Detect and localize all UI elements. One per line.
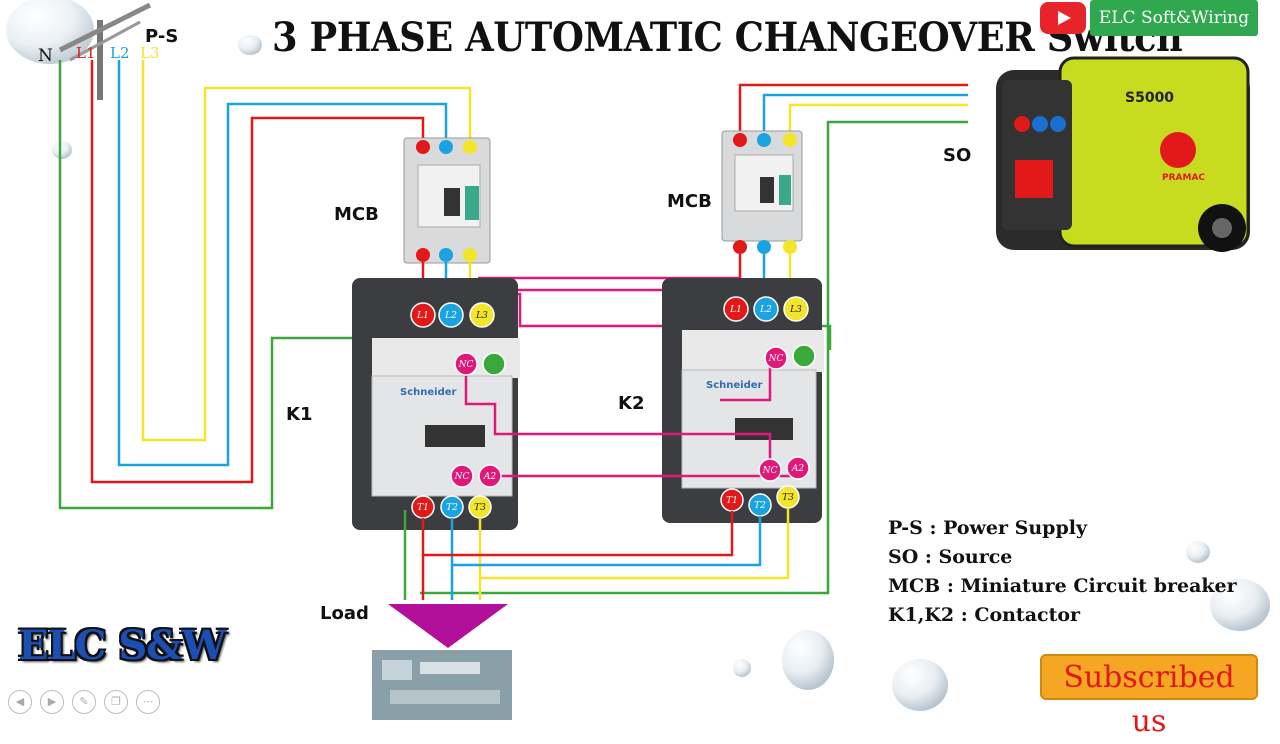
- terminal-k2-t3: T3: [782, 493, 794, 503]
- contactor-brand-k2: Schneider: [706, 380, 763, 391]
- legend: P-S : Power Supply SO : Source MCB : Min…: [888, 514, 1237, 630]
- generator-brand: PRAMAC: [1162, 173, 1205, 183]
- terminal-nc: NC: [458, 360, 474, 370]
- source-label: SO: [943, 145, 972, 166]
- terminal-k2-t2: T2: [754, 501, 766, 511]
- generator-model: S5000: [1125, 90, 1174, 106]
- load-symbol: [372, 604, 512, 720]
- power-pole-icon: [58, 2, 152, 100]
- generator-icon: S5000 PRAMAC: [996, 56, 1250, 252]
- neutral-label: N: [38, 46, 53, 66]
- subscribe-button[interactable]: Subscribed us: [1040, 654, 1258, 739]
- pen-icon[interactable]: ✎: [72, 690, 96, 714]
- decor-drops: [6, 0, 1270, 711]
- youtube-icon[interactable]: [1040, 2, 1086, 34]
- mcb-left-label: MCB: [334, 204, 379, 225]
- legend-item: MCB : Miniature Circuit breaker: [888, 575, 1237, 597]
- brand-logo: ELC S&W: [18, 622, 226, 669]
- wiring-diagram: Schneider Schneider L1 L2 L3 NC NC A2 T1…: [6, 0, 1270, 720]
- terminal-a2: A2: [483, 472, 496, 482]
- load-wires: [403, 508, 790, 600]
- k1-label: K1: [286, 404, 313, 425]
- mcb-right-label: MCB: [667, 191, 712, 212]
- terminals-k2: L1 L2 L3 NC NC A2 T1 T2 T3: [720, 296, 816, 517]
- terminal-k2-nc: NC: [768, 354, 784, 364]
- load-label: Load: [320, 603, 369, 624]
- terminal-k2-nc-2: NC: [762, 466, 778, 476]
- page-title: 3 PHASE AUTOMATIC CHANGEOVER Switch: [272, 14, 1183, 61]
- terminal-t2: T2: [446, 503, 458, 513]
- more-icon[interactable]: ⋯: [136, 690, 160, 714]
- channel-badge[interactable]: ELC Soft&Wiring: [1090, 0, 1258, 36]
- terminal-k2-l1: L1: [729, 305, 742, 315]
- l1-label: L1: [76, 44, 96, 62]
- terminal-t3: T3: [474, 503, 486, 513]
- legend-item: K1,K2 : Contactor: [888, 604, 1081, 626]
- ps-label: P-S: [145, 26, 179, 47]
- terminal-k2-l2: L2: [759, 305, 772, 315]
- l2-label: L2: [110, 44, 130, 62]
- l3-label: L3: [140, 44, 160, 62]
- legend-item: P-S : Power Supply: [888, 517, 1087, 539]
- mcb-left: [403, 137, 491, 264]
- terminal-nc-2: NC: [454, 472, 470, 482]
- play-icon[interactable]: ▶: [40, 690, 64, 714]
- legend-item: SO : Source: [888, 546, 1013, 568]
- terminal-l1: L1: [416, 311, 429, 321]
- terminal-l2: L2: [444, 311, 457, 321]
- terminal-k2-a2: A2: [791, 464, 804, 474]
- mcb-right: [721, 130, 803, 254]
- terminal-k2-l3: L3: [789, 305, 802, 315]
- generator-wires: [420, 83, 968, 595]
- terminal-k2-t1: T1: [726, 496, 738, 506]
- contactor-brand: Schneider: [400, 387, 457, 398]
- terminal-t1: T1: [417, 503, 429, 513]
- k2-label: K2: [618, 393, 645, 414]
- player-controls: ◀ ▶ ✎ ❐ ⋯: [8, 690, 160, 714]
- copy-icon[interactable]: ❐: [104, 690, 128, 714]
- terminal-l3: L3: [475, 311, 488, 321]
- prev-icon[interactable]: ◀: [8, 690, 32, 714]
